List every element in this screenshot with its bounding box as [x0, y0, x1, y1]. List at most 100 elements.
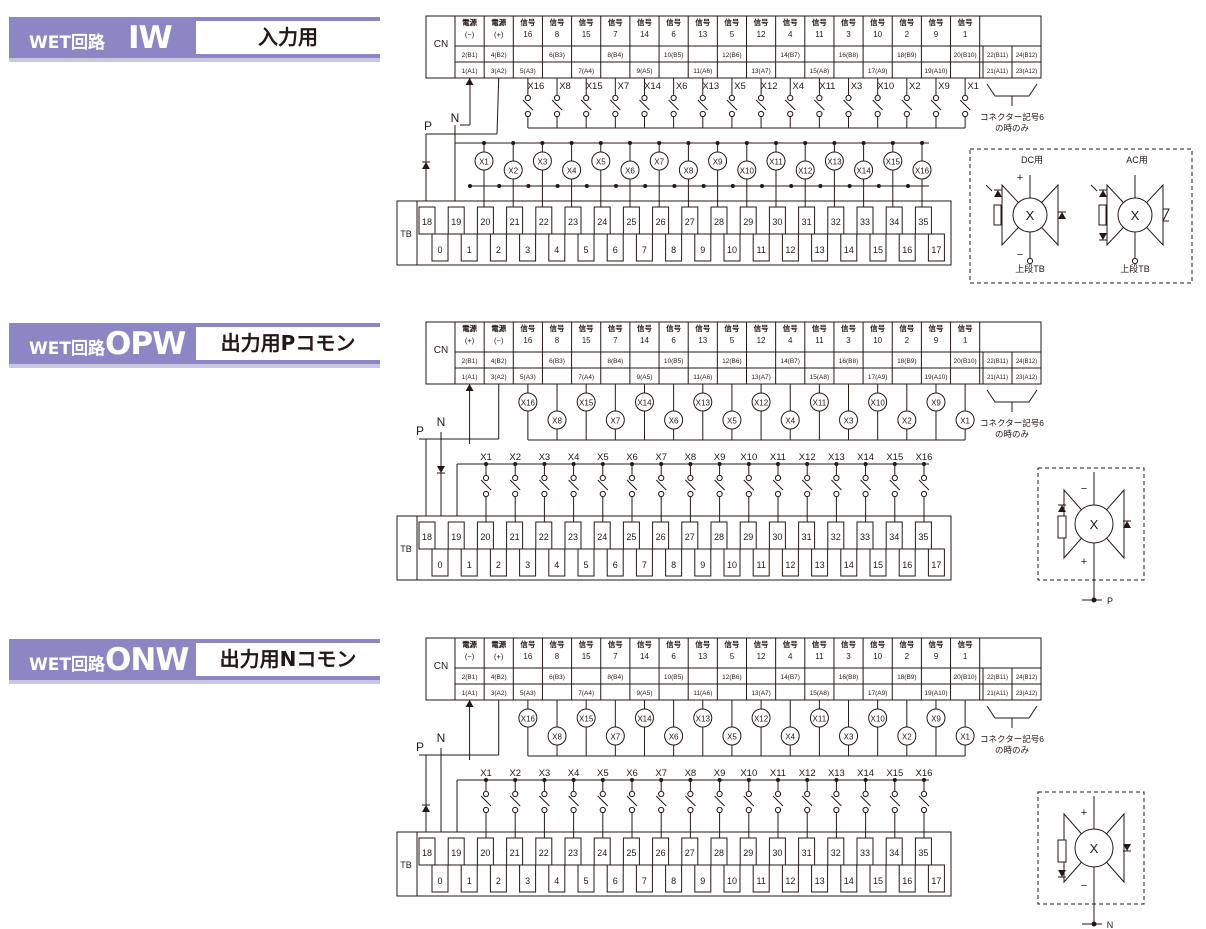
contact-terminal — [891, 474, 898, 482]
pin-number: 21(A11) — [987, 69, 1008, 75]
tb-terminal-number: 15 — [873, 560, 883, 570]
tb-terminal-upper — [798, 521, 816, 550]
junction-dot — [906, 184, 910, 188]
junction-dot — [555, 184, 560, 188]
tb-terminal-number: 12 — [785, 560, 795, 570]
tb-terminal-lower — [460, 548, 478, 577]
contact-terminal — [599, 790, 606, 798]
tb-terminal-upper — [710, 837, 728, 866]
contact-terminal — [745, 790, 752, 798]
tb-terminal-lower — [781, 233, 799, 262]
tb-label: TB — [400, 860, 412, 870]
tb-terminal-number: 1 — [467, 245, 472, 255]
resistor-icon — [993, 204, 1002, 226]
switch-contact — [889, 479, 901, 491]
load-label: X5 — [727, 733, 737, 742]
contact-terminal — [699, 94, 706, 102]
pin-number: 5(A3) — [520, 690, 536, 697]
switch-label: X8 — [685, 768, 697, 779]
tb-terminal-lower — [548, 864, 566, 893]
switch-label: X1 — [967, 81, 979, 92]
switch-label: X5 — [734, 81, 746, 92]
tb-terminal-number: 18 — [422, 848, 432, 858]
inset-load-label: X — [1090, 841, 1099, 856]
tb-terminal-number: 7 — [642, 876, 647, 886]
contact-terminal — [599, 474, 606, 482]
switch-label: X6 — [626, 452, 638, 463]
tb-terminal-upper — [476, 521, 494, 550]
load-label: X12 — [754, 399, 769, 408]
tb-terminal-number: 2 — [496, 245, 501, 255]
switch-label: X4 — [792, 81, 804, 92]
load-label: X3 — [844, 417, 854, 426]
contact-terminal — [891, 790, 898, 798]
tb-terminal-number: 3 — [525, 560, 530, 570]
tb-terminal-upper — [564, 206, 582, 235]
signal-number: 11 — [815, 30, 824, 39]
contact-terminal — [1131, 257, 1139, 265]
switch-contact — [568, 479, 579, 491]
led-ray — [1090, 184, 1098, 192]
tb-terminal-number: 14 — [844, 560, 854, 570]
signal-label: 信号 — [841, 639, 856, 649]
switch-contact — [639, 99, 650, 111]
tb-terminal-upper — [768, 206, 786, 235]
pin-number: 8(B4) — [607, 674, 623, 681]
signal-label: 信号 — [724, 323, 739, 333]
tb-terminal-number: 6 — [613, 876, 618, 886]
signal-number: 1 — [963, 336, 968, 345]
cn-connector-box — [425, 637, 1042, 701]
signal-label: 信号 — [928, 17, 943, 27]
tb-terminal-number: 5 — [583, 560, 588, 570]
junction-dot — [818, 184, 823, 188]
tb-terminal-number: 20 — [480, 848, 490, 858]
tb-terminal-number: 35 — [918, 532, 928, 542]
switch-label: X1 — [480, 768, 492, 779]
load-label: X16 — [521, 715, 536, 724]
signal-number: 4 — [788, 652, 793, 661]
switch-label: X14 — [857, 452, 874, 463]
tb-terminal-number: 33 — [860, 848, 870, 858]
signal-number: 7 — [613, 30, 618, 39]
signal-number: 2 — [905, 652, 910, 661]
section-badge-iw: WET回路 IW 入力用 — [9, 17, 380, 62]
tb-terminal-lower — [519, 548, 537, 577]
cn-label: CN — [434, 345, 448, 356]
signal-number: 16 — [523, 30, 532, 39]
load-label: X13 — [696, 399, 711, 408]
contact-terminal — [804, 806, 811, 814]
switch-contact — [801, 479, 813, 491]
contact-terminal — [774, 806, 782, 814]
pin-number: 12(B6) — [722, 358, 742, 365]
tb-terminal-number: 24 — [597, 532, 607, 542]
tb-label: TB — [400, 544, 412, 554]
bowtie-left — [1106, 183, 1136, 247]
section-badge-opw: WET回路 OPW 出力用Pコモン — [9, 323, 380, 368]
tb-terminal-lower — [635, 864, 653, 893]
contact-terminal — [512, 806, 519, 814]
contact-terminal — [570, 806, 577, 814]
pin-number: 14(B7) — [780, 358, 800, 365]
signal-label: 信号 — [550, 17, 565, 27]
contact-terminal — [628, 474, 636, 482]
tb-terminal-number: 11 — [757, 876, 766, 886]
pin-number: 22(B11) — [987, 675, 1008, 681]
switch-label: X2 — [509, 452, 521, 463]
load-label: X4 — [785, 733, 795, 742]
switch-label: X11 — [770, 768, 786, 779]
contact-terminal — [541, 474, 548, 482]
junction-dot — [584, 184, 589, 188]
tb-terminal-number: 28 — [714, 848, 724, 858]
diode-icon — [422, 805, 430, 812]
contact-terminal — [833, 474, 840, 482]
switch-label: X13 — [828, 768, 845, 779]
junction-dot — [614, 184, 618, 188]
tb-terminal-number: 5 — [583, 245, 588, 255]
tb-terminal-upper — [535, 837, 553, 866]
tb-terminal-number: 8 — [671, 560, 676, 570]
pin-number: 14(B7) — [780, 52, 800, 59]
switch-label: X6 — [676, 81, 688, 92]
tb-terminal-upper — [476, 837, 494, 866]
